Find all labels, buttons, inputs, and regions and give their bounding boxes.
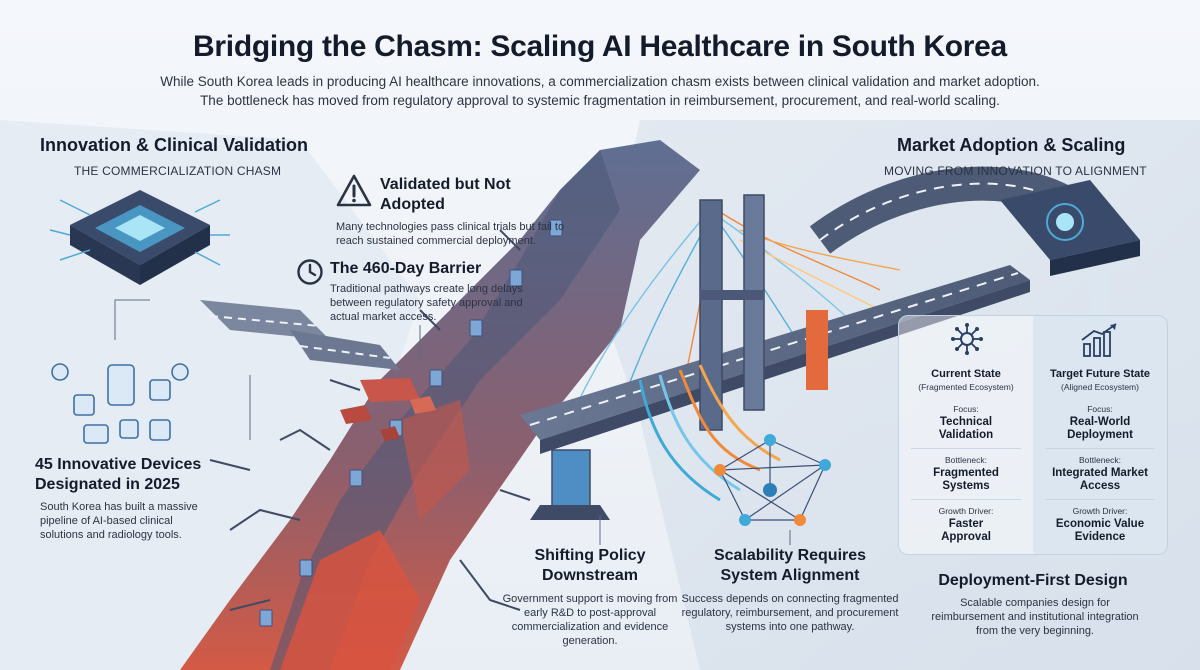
current-state-subtitle: (Fragmented Ecosystem) (918, 382, 1014, 392)
current-row-bottleneck: Bottleneck: Fragmented Systems (906, 455, 1026, 493)
deployment-callout-body: Scalable companies design for reimbursem… (931, 597, 1139, 637)
warning-triangle-icon (336, 174, 372, 207)
scalability-callout-body: Success depends on connecting fragmented… (681, 593, 899, 633)
current-state-title: Current State (931, 368, 1001, 380)
validated-callout-title: Validated but Not Adopted (380, 176, 511, 213)
current-focus-label: Focus: (953, 404, 979, 414)
right-section-heading: Market Adoption & Scaling (897, 135, 1126, 155)
subtitle-line-1: While South Korea leads in producing AI … (160, 74, 1040, 89)
policy-callout-body: Government support is moving from early … (502, 593, 678, 647)
current-growth-label: Growth Driver: (938, 506, 994, 516)
divider (911, 499, 1021, 500)
target-state-column: Target Future State (Aligned Ecosystem) … (1040, 368, 1160, 544)
current-row-growth: Growth Driver: Faster Approval (906, 506, 1026, 544)
target-row-focus: Focus: Real-World Deployment (1040, 404, 1160, 442)
policy-callout-title: Shifting Policy Downstream (534, 547, 646, 584)
target-focus-value: Real-World Deployment (1067, 416, 1133, 441)
growth-chart-icon (1081, 323, 1117, 357)
current-state-column: Current State (Fragmented Ecosystem) Foc… (906, 368, 1026, 544)
pointer-lines (249, 325, 791, 545)
divider (911, 448, 1021, 449)
target-row-bottleneck: Bottleneck: Integrated Market Access (1040, 455, 1160, 493)
chasm (180, 140, 700, 670)
page-title: Bridging the Chasm: Scaling AI Healthcar… (193, 30, 1007, 63)
page-subtitle: While South Korea leads in producing AI … (80, 72, 1120, 110)
device-icons-cluster (51, 363, 189, 444)
broken-road (200, 300, 436, 441)
subtitle-line-2: The bottleneck has moved from regulatory… (200, 93, 1000, 108)
target-bottleneck-value: Integrated Market Access (1052, 467, 1148, 492)
target-growth-value: Economic Value Evidence (1055, 518, 1145, 543)
target-state-title: Target Future State (1049, 368, 1151, 380)
left-section-heading: Innovation & Clinical Validation (40, 135, 309, 155)
current-growth-value: Faster Approval (941, 518, 991, 543)
current-focus-value: Technical Validation (938, 416, 994, 441)
current-bottleneck-value: Fragmented Systems (933, 467, 999, 492)
divider (1045, 499, 1155, 500)
barrier-callout-title: The 460-Day Barrier (330, 260, 482, 277)
target-growth-label: Growth Driver: (1072, 506, 1128, 516)
devices-callout-body: South Korea has built a massive pipeline… (40, 501, 198, 541)
clock-icon (297, 259, 323, 285)
target-row-growth: Growth Driver: Economic Value Evidence (1040, 506, 1160, 544)
network-hub-icon (951, 323, 983, 355)
network-graph-icon (714, 434, 831, 526)
deployment-callout-title: Deployment-First Design (938, 572, 1128, 589)
validated-callout-body: Many technologies pass clinical trials b… (336, 221, 565, 247)
scalability-callout-title: Scalability Requires System Alignment (713, 547, 867, 584)
ai-chip-icon (49, 190, 230, 285)
terminal-hub-icon (1000, 180, 1140, 330)
devices-callout-title: 45 Innovative Devices Designated in 2025 (35, 456, 202, 493)
right-section-subheading: MOVING FROM INNOVATION TO ALIGNMENT (884, 164, 1147, 178)
left-section-subheading: THE COMMERCIALIZATION CHASM (74, 164, 282, 178)
target-bottleneck-label: Bottleneck: (1078, 455, 1122, 465)
target-focus-label: Focus: (1087, 404, 1113, 414)
divider (1045, 448, 1155, 449)
target-state-subtitle: (Aligned Ecosystem) (1061, 382, 1139, 392)
current-row-focus: Focus: Technical Validation (906, 404, 1026, 442)
barrier-callout-body: Traditional pathways create long delays … (330, 283, 523, 323)
current-bottleneck-label: Bottleneck: (944, 455, 988, 465)
